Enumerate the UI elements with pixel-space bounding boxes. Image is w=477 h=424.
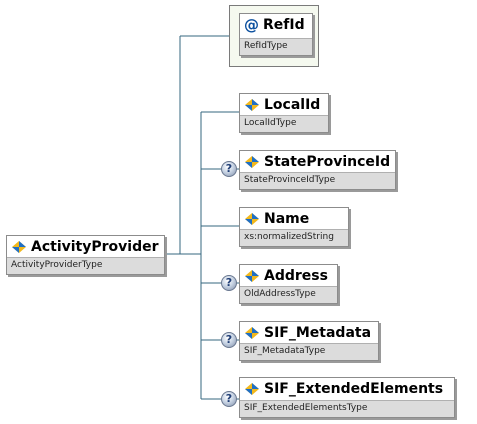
- child-element-name: Address: [264, 268, 328, 284]
- child-element-title: Address: [240, 265, 337, 287]
- child-element-sif-metadata[interactable]: SIF_Metadata SIF_MetadataType: [239, 321, 379, 361]
- child-element-sif-extendedelements[interactable]: SIF_ExtendedElements SIF_ExtendedElement…: [239, 377, 455, 418]
- child-element-title: SIF_Metadata: [240, 322, 378, 344]
- element-diamond-icon: [245, 213, 259, 225]
- root-element-name: ActivityProvider: [31, 239, 159, 255]
- element-diamond-icon: [12, 241, 26, 253]
- child-element-name: Name: [264, 211, 310, 227]
- root-element-box[interactable]: ActivityProvider ActivityProviderType: [6, 235, 165, 275]
- child-element-type: StateProvinceIdType: [240, 172, 395, 189]
- child-element-name[interactable]: Name xs:normalizedString: [239, 207, 349, 247]
- element-diamond-icon: [245, 327, 259, 339]
- refid-attribute-box[interactable]: @ RefId RefIdType: [239, 13, 313, 56]
- attribute-at-icon: @: [244, 15, 259, 34]
- optional-question-icon: ?: [221, 391, 237, 407]
- root-element-type: ActivityProviderType: [7, 257, 164, 274]
- refid-attribute-name: RefId: [263, 17, 305, 33]
- refid-attribute-type: RefIdType: [240, 38, 312, 55]
- child-element-type: SIF_ExtendedElementsType: [240, 400, 454, 417]
- refid-attribute-title: @ RefId: [240, 14, 312, 36]
- optional-question-icon: ?: [221, 275, 237, 291]
- child-element-name: LocalId: [264, 97, 321, 113]
- root-element-title: ActivityProvider: [7, 236, 164, 258]
- element-diamond-icon: [245, 99, 259, 111]
- element-diamond-icon: [245, 383, 259, 395]
- child-element-address[interactable]: Address OldAddressType: [239, 264, 338, 304]
- child-element-title: LocalId: [240, 94, 328, 116]
- child-element-title: SIF_ExtendedElements: [240, 378, 454, 400]
- child-element-name: StateProvinceId: [264, 154, 391, 170]
- optional-question-icon: ?: [221, 332, 237, 348]
- child-element-name: SIF_ExtendedElements: [264, 381, 444, 397]
- optional-question-icon: ?: [221, 161, 237, 177]
- child-element-name: SIF_Metadata: [264, 325, 372, 341]
- child-element-type: LocalIdType: [240, 115, 328, 132]
- child-element-stateprovinceid[interactable]: StateProvinceId StateProvinceIdType: [239, 150, 396, 190]
- child-element-localid[interactable]: LocalId LocalIdType: [239, 93, 329, 133]
- element-diamond-icon: [245, 270, 259, 282]
- child-element-title: Name: [240, 208, 348, 230]
- child-element-title: StateProvinceId: [240, 151, 395, 173]
- child-element-type: OldAddressType: [240, 286, 337, 303]
- child-element-type: xs:normalizedString: [240, 229, 348, 246]
- element-diamond-icon: [245, 156, 259, 168]
- child-element-type: SIF_MetadataType: [240, 343, 378, 360]
